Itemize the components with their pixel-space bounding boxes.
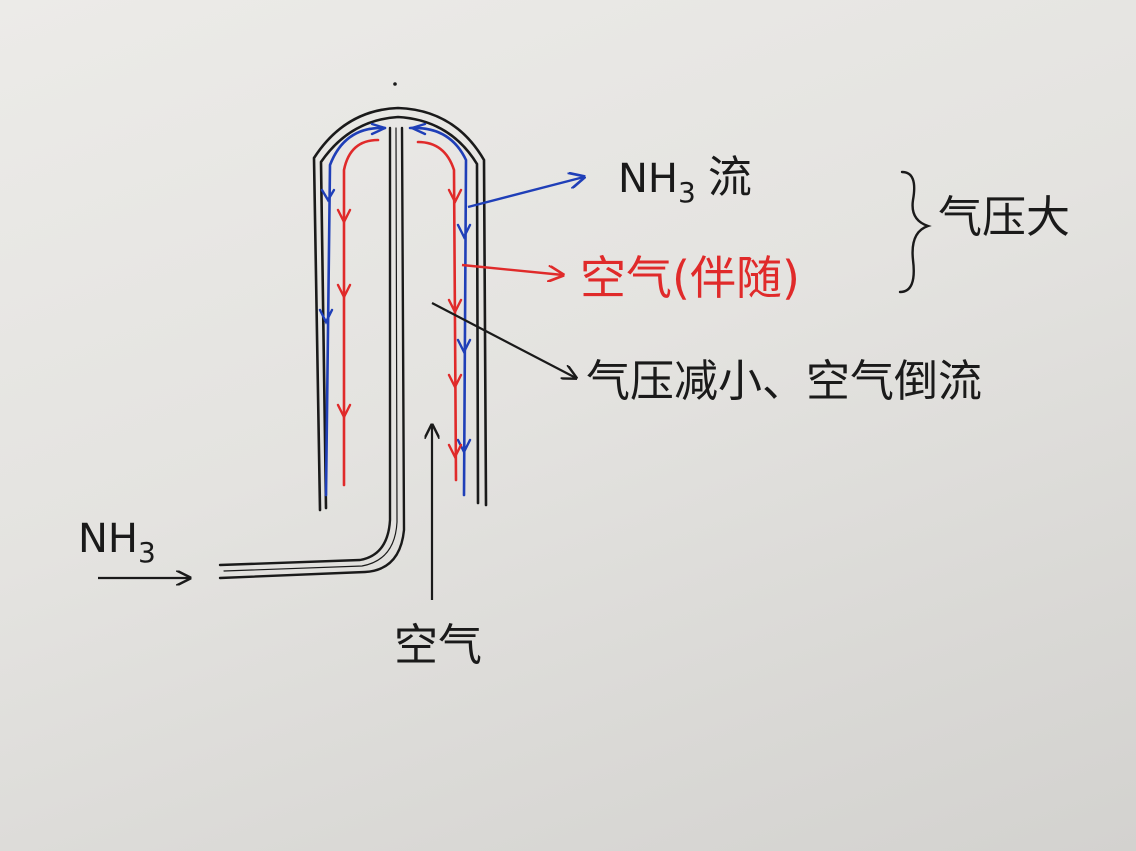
air-flow-lines (342, 138, 458, 487)
curly-brace (898, 170, 932, 294)
nh3-inlet-label: NH3 (78, 516, 156, 569)
outer-tube (312, 106, 488, 512)
air-follow-label: 空气(伴随) (580, 251, 800, 305)
pressure-large-label: 气压大 (938, 192, 1070, 243)
pressure-small-label: 气压减小、空气倒流 (586, 356, 982, 407)
air-flow-arrows (336, 188, 463, 460)
tube-top-dot (393, 82, 397, 86)
air-inlet-label: 空气 (394, 620, 482, 671)
air-follow-pointer-arrow (461, 263, 563, 275)
nh3-flow-arrows (318, 122, 472, 455)
nh3-flow-pointer-arrow (467, 177, 584, 209)
nh3-flow-lines (324, 126, 468, 497)
inner-delivery-tube (218, 126, 406, 580)
pressure-small-pointer-arrow (431, 302, 576, 378)
